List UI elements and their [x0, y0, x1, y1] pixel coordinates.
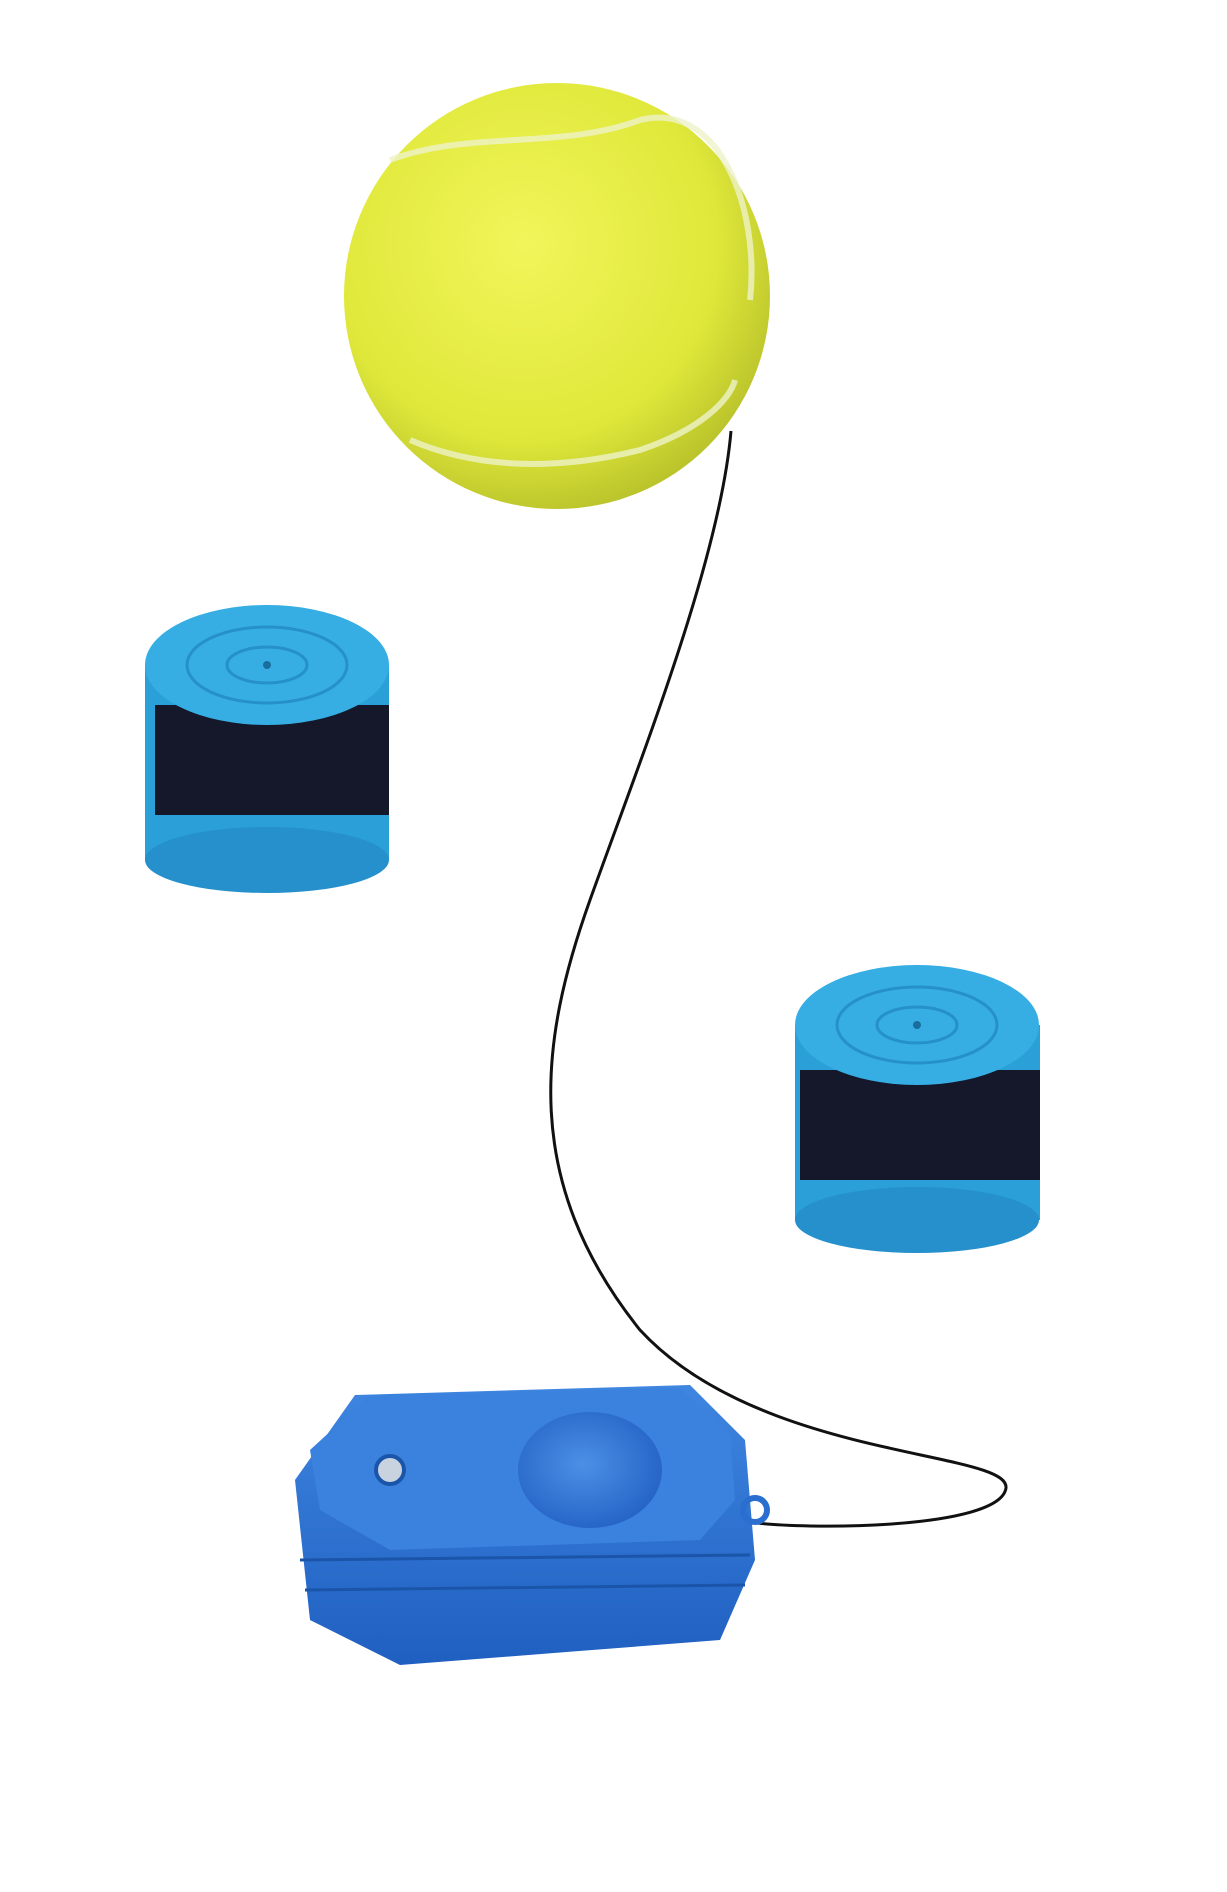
tennis-ball [344, 83, 770, 509]
elastic-string [549, 430, 1008, 1528]
overgrip-roll-left [145, 605, 389, 893]
overgrip-roll-right [795, 965, 1040, 1253]
trainer-base [295, 1385, 770, 1665]
